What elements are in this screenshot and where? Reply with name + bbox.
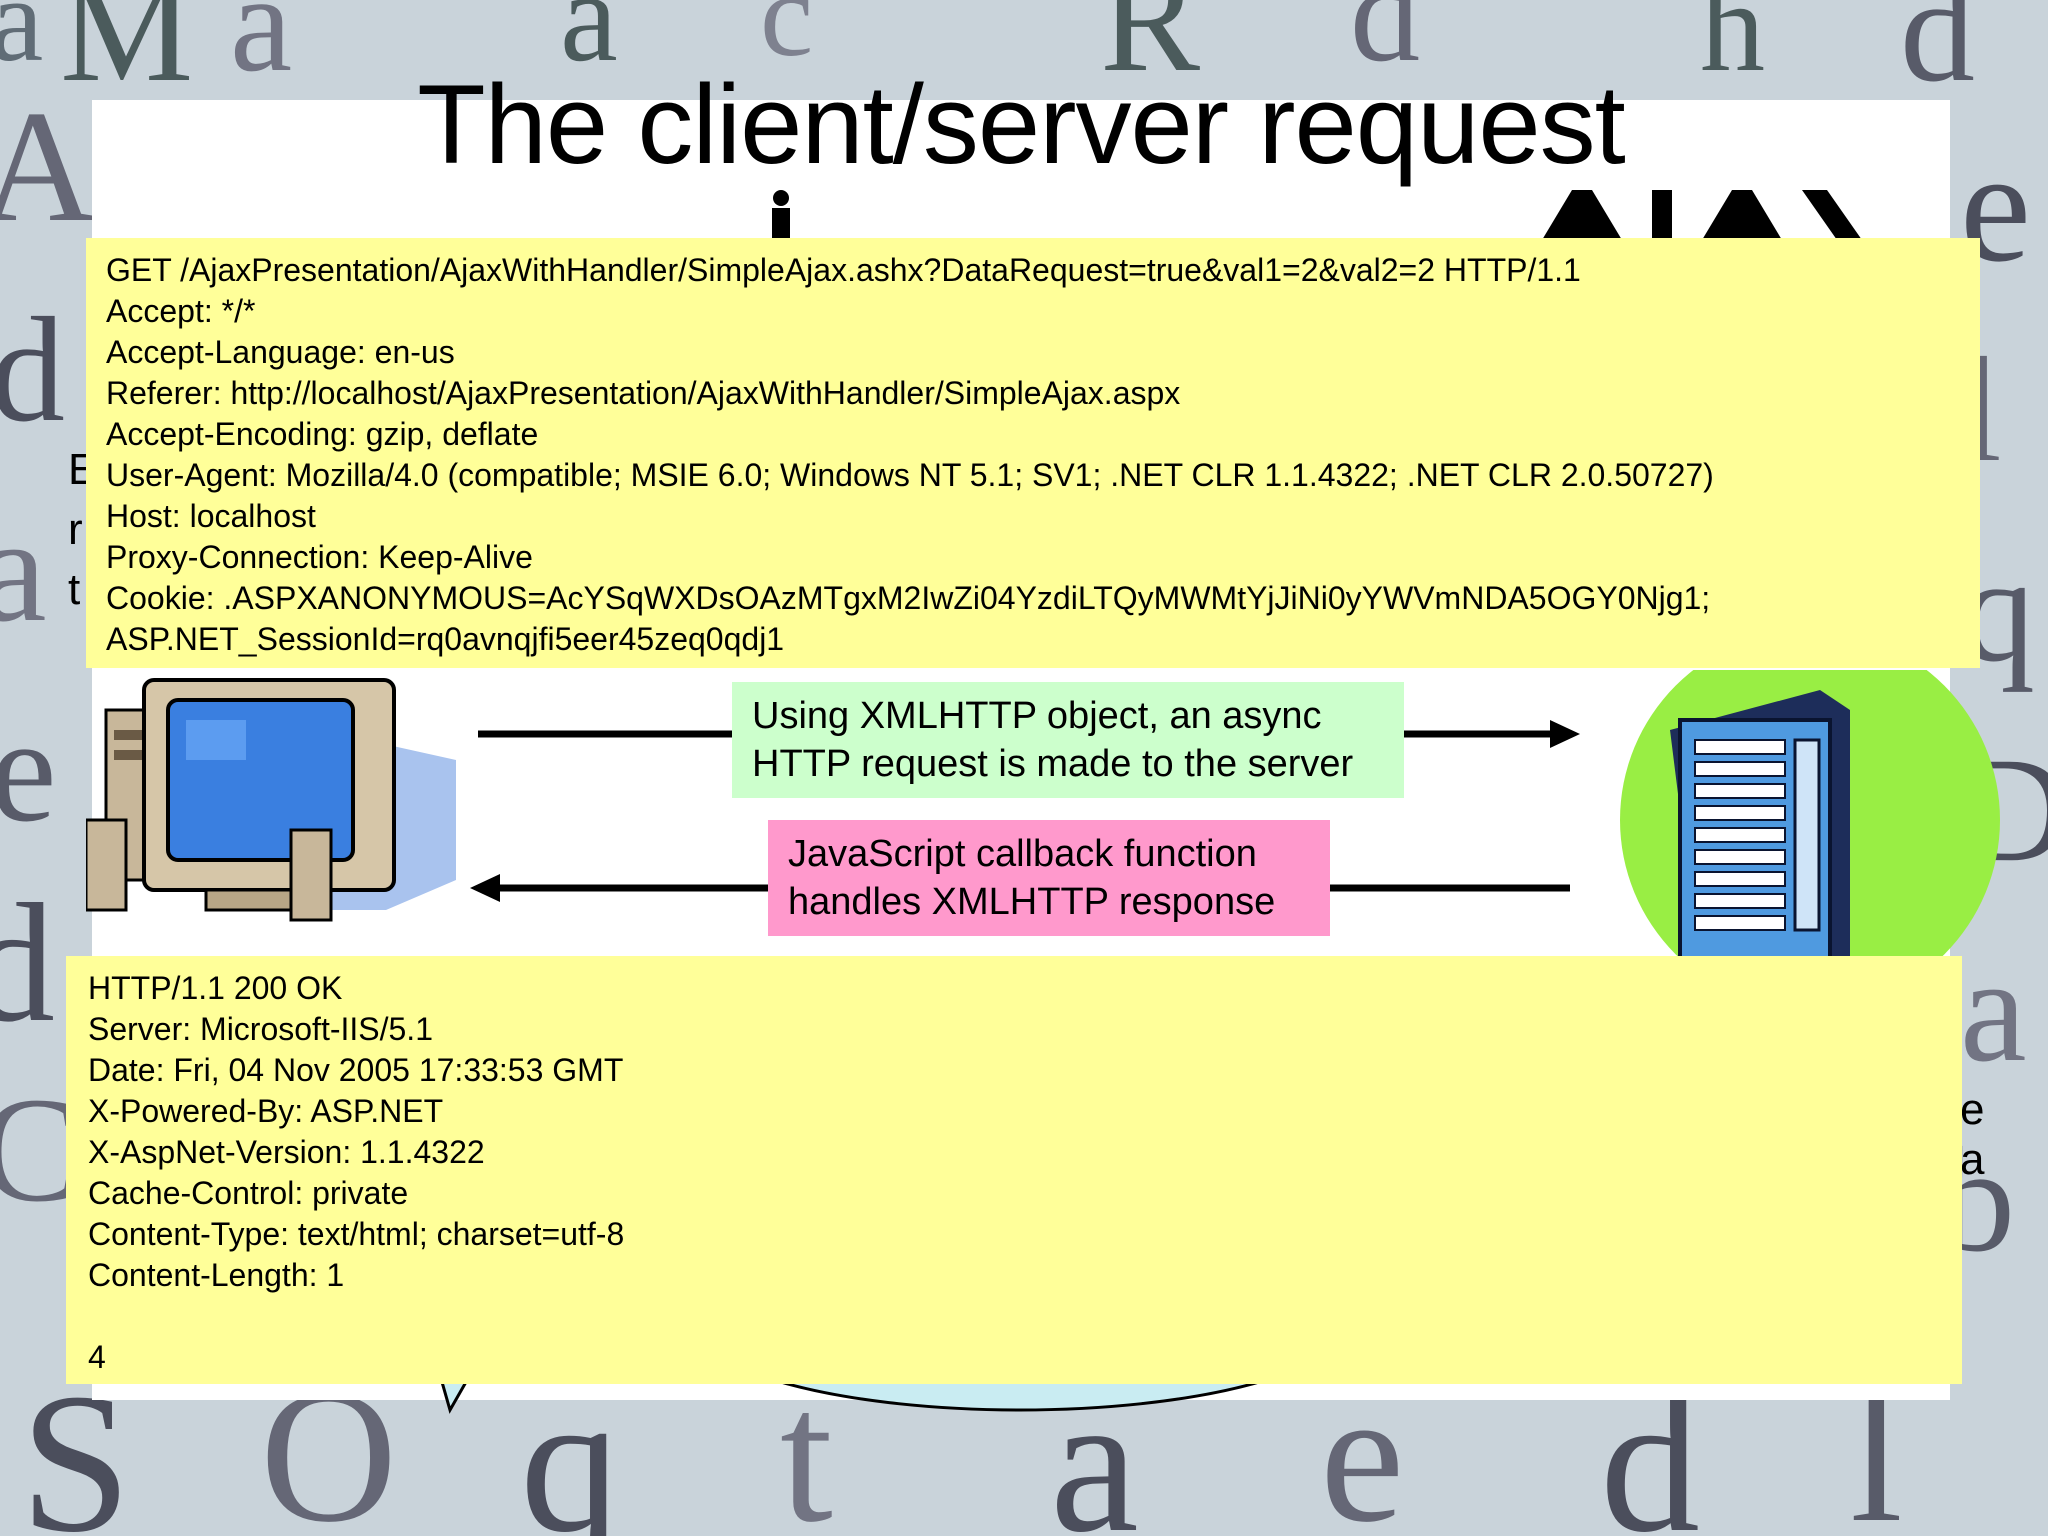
svg-text:d: d: [1900, 0, 1975, 113]
request-header: User-Agent: Mozilla/4.0 (compatible; MSI…: [106, 457, 1714, 493]
svg-text:a: a: [560, 0, 618, 89]
http-request-headers: GET /AjaxPresentation/AjaxWithHandler/Si…: [86, 238, 1980, 668]
svg-text:a: a: [0, 487, 47, 653]
svg-text:d: d: [0, 869, 55, 1057]
response-header: X-Powered-By: ASP.NET: [88, 1093, 444, 1129]
svg-text:h: h: [1700, 0, 1765, 99]
response-header: Cache-Control: private: [88, 1175, 409, 1211]
hidden-text-fragment: r: [68, 505, 83, 554]
svg-text:e: e: [0, 687, 57, 853]
status-line: HTTP/1.1 200 OK: [88, 970, 343, 1006]
http-response-headers: HTTP/1.1 200 OK Server: Microsoft-IIS/5.…: [66, 956, 1962, 1384]
slide-title: The client/server request: [417, 62, 1626, 187]
svg-text:a: a: [230, 0, 292, 101]
svg-text:d: d: [1350, 0, 1420, 91]
response-header: Date: Fri, 04 Nov 2005 17:33:53 GMT: [88, 1052, 624, 1088]
async-request-note: Using XMLHTTP object, an async HTTP requ…: [732, 682, 1404, 798]
response-header: Content-Length: 1: [88, 1257, 345, 1293]
blank-line: [88, 1296, 1940, 1337]
hidden-text-fragment: e: [1960, 1085, 1985, 1134]
svg-text:A: A: [0, 77, 96, 255]
svg-text:d: d: [0, 287, 65, 453]
request-header: ASP.NET_SessionId=rq0avnqjfi5eer45zeq0qd…: [106, 621, 785, 657]
desktop-computer-icon: [86, 678, 456, 922]
svg-text:a: a: [1960, 927, 2027, 1093]
request-header: Referer: http://localhost/AjaxPresentati…: [106, 375, 1181, 411]
response-body: 4: [88, 1339, 106, 1375]
request-header: Accept: */*: [106, 293, 256, 329]
request-header: Accept-Encoding: gzip, deflate: [106, 416, 539, 452]
response-header: Content-Type: text/html; charset=utf-8: [88, 1216, 625, 1252]
title-line2-fragment: [772, 190, 1862, 240]
hidden-text-fragment: a: [1960, 1135, 1985, 1184]
response-header: X-AspNet-Version: 1.1.4322: [88, 1134, 485, 1170]
response-header: Server: Microsoft-IIS/5.1: [88, 1011, 433, 1047]
hidden-text-fragment: t: [68, 565, 81, 614]
svg-text:c: c: [760, 0, 813, 81]
request-line: GET /AjaxPresentation/AjaxWithHandler/Si…: [106, 252, 1581, 288]
request-header: Host: localhost: [106, 498, 316, 534]
svg-text:R: R: [1100, 0, 1200, 103]
request-header: Proxy-Connection: Keep-Alive: [106, 539, 533, 575]
callback-note: JavaScript callback function handles XML…: [768, 820, 1330, 936]
request-header: Cookie: .ASPXANONYMOUS=AcYSqWXDsOAzMTgxM…: [106, 580, 1711, 616]
svg-text:M: M: [60, 0, 193, 113]
svg-text:a: a: [0, 0, 43, 86]
request-header: Accept-Language: en-us: [106, 334, 455, 370]
server-rack-icon: [1620, 670, 2000, 970]
